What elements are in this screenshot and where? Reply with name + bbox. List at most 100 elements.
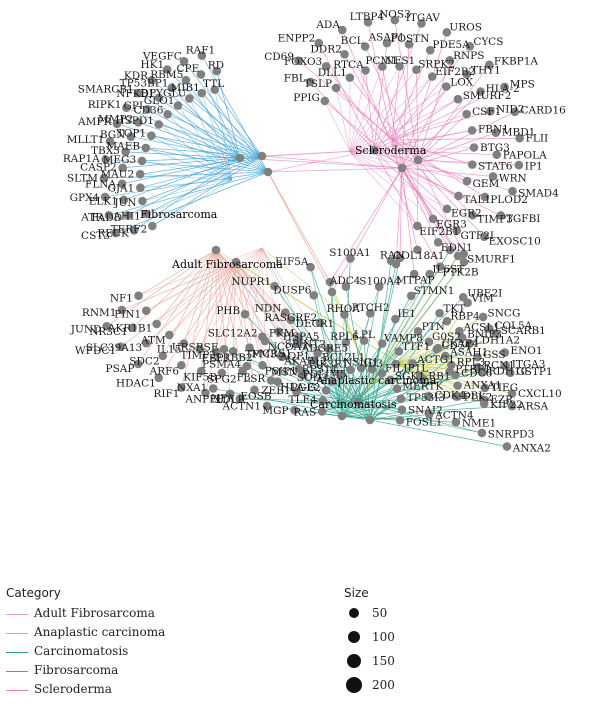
- gene-label: TKT: [443, 303, 465, 315]
- gene-node: [469, 143, 479, 152]
- edge: [138, 249, 217, 297]
- edge: [167, 114, 233, 181]
- gene-label: FOSL1: [406, 417, 443, 429]
- shared-gene-node: [397, 163, 407, 173]
- edge: [401, 86, 447, 169]
- gene-node: [133, 359, 143, 369]
- edge: [401, 167, 439, 243]
- gene-label: PTCH2: [352, 302, 390, 314]
- size-swatch: [348, 631, 360, 643]
- gene-label: GSS: [483, 349, 506, 361]
- gene-label: WFDC1: [75, 345, 116, 357]
- edge: [349, 151, 434, 220]
- edge: [401, 167, 451, 251]
- gene-node: [154, 93, 164, 103]
- edge: [221, 261, 237, 374]
- edge: [313, 295, 343, 417]
- gene-node: [235, 394, 245, 403]
- size-label: 200: [372, 678, 395, 692]
- edge: [313, 360, 371, 421]
- edge: [369, 419, 508, 447]
- gene-label: ENO1: [510, 345, 542, 357]
- edge: [401, 91, 481, 169]
- gene-label: NXA1: [177, 382, 208, 394]
- edge: [349, 151, 473, 165]
- gene-label: GPI: [124, 100, 144, 112]
- gene-label: TLE4: [288, 394, 317, 406]
- edge: [152, 179, 233, 227]
- gene-label: ZEB1: [261, 385, 290, 397]
- gene-node: [435, 262, 445, 271]
- edge: [214, 89, 233, 181]
- hub-label-car: Carcinomatosis: [310, 398, 397, 411]
- edge: [391, 139, 434, 220]
- gene-label: S100A4: [359, 275, 401, 287]
- category-label: Fibrosarcoma: [34, 663, 119, 677]
- gene-label: DBI: [462, 390, 482, 402]
- gene-node: [100, 192, 110, 202]
- gene-label: CD69: [264, 51, 294, 63]
- gene-node: [148, 221, 157, 231]
- edge: [215, 249, 243, 372]
- size-legend-title: Size: [344, 586, 369, 600]
- category-label: Carcinomatosis: [34, 644, 129, 658]
- edge: [395, 167, 403, 265]
- edge: [103, 171, 269, 179]
- gene-node: [361, 66, 370, 75]
- gene-node: [179, 339, 189, 348]
- edge: [183, 61, 269, 173]
- edge: [281, 356, 359, 403]
- gene-node: [425, 45, 435, 55]
- gene-node: [117, 305, 127, 315]
- shared-gene-node: [235, 153, 245, 163]
- gene-label: RBP4: [450, 311, 480, 323]
- gene-node: [314, 38, 324, 48]
- edge: [261, 247, 341, 406]
- gene-label: PTK2B: [442, 267, 479, 279]
- edge: [373, 149, 458, 231]
- gene-node: [432, 344, 441, 354]
- gene-node: [134, 291, 143, 301]
- gene-node: [477, 428, 487, 438]
- gene-label: G0S2: [432, 331, 461, 343]
- gene-label: IE1: [397, 308, 416, 320]
- gene-node: [501, 361, 511, 371]
- gene-label: NFKB1: [116, 88, 155, 100]
- gene-label: NUPR1: [231, 276, 271, 288]
- gene-label: SMURF2: [463, 90, 512, 102]
- gene-node: [163, 109, 172, 119]
- shared-gene-node: [413, 155, 423, 165]
- gene-label: DUSP6: [273, 284, 312, 296]
- edge: [105, 171, 269, 198]
- edge: [373, 149, 441, 267]
- edge: [373, 23, 422, 151]
- edge: [331, 167, 403, 293]
- gene-label: ANPEP: [184, 393, 224, 405]
- gene-node: [142, 209, 151, 219]
- gene-label: ACTN1: [222, 400, 262, 412]
- edge: [267, 167, 403, 173]
- gene-label: VAMP8: [383, 332, 423, 344]
- edge: [158, 124, 263, 157]
- edge: [200, 249, 217, 372]
- gene-node: [479, 395, 489, 405]
- size-swatch: [349, 608, 359, 618]
- gene-label: FADD: [91, 212, 122, 224]
- gene-node: [167, 83, 177, 93]
- gene-label: SGK1: [395, 370, 425, 382]
- edge: [201, 92, 263, 157]
- category-swatch: [6, 614, 28, 615]
- gene-node: [337, 25, 347, 35]
- edge: [367, 22, 393, 141]
- gene-label: FBP1: [202, 352, 231, 364]
- edge: [180, 261, 237, 366]
- edge: [373, 130, 473, 151]
- gene-label: ADGRE5: [301, 342, 349, 354]
- gene-label: NR3C1: [89, 326, 128, 338]
- edge: [357, 401, 483, 434]
- gene-node: [298, 370, 308, 380]
- shared-gene-node: [231, 257, 241, 267]
- edge: [121, 261, 237, 311]
- gene-node: [510, 107, 520, 117]
- gene-node: [123, 211, 133, 220]
